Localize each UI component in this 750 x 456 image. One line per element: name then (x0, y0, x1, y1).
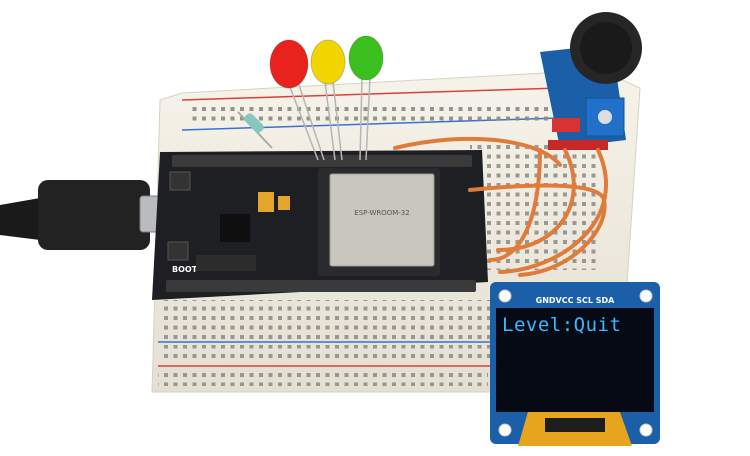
oled-display-module: GNDVCC SCL SDA Level:Quit (490, 282, 660, 446)
jumper-wires (393, 136, 608, 277)
pin-header-top (172, 155, 472, 167)
boot-button[interactable] (167, 241, 189, 261)
boot-label: BOOT (172, 265, 198, 274)
pin-header-bottom (166, 280, 476, 292)
oled-screen-text: Level:Quit (502, 314, 621, 336)
status-leds (552, 118, 580, 132)
capacitor-b (278, 196, 290, 210)
smd-resistors (196, 255, 256, 271)
led-yellow (310, 39, 346, 161)
microphone-module (540, 12, 642, 150)
led-red (269, 39, 325, 161)
led-green (348, 35, 384, 161)
capacitor-a (258, 192, 274, 212)
module-label: ESP-WROOM-32 (354, 209, 409, 217)
usb-uart-chip (220, 214, 250, 242)
mic-pin-header (548, 140, 608, 150)
resistor (237, 111, 273, 149)
rf-shield (329, 173, 435, 267)
usb-cable (0, 180, 181, 250)
oled-header-label: GNDVCC SCL SDA (536, 296, 616, 305)
power-rail-red-top (181, 87, 561, 101)
oled-screen (496, 308, 654, 412)
esp32-board: ESP-WROOM-32 BOOT (152, 150, 488, 300)
led-group (269, 35, 384, 161)
en-button (169, 171, 191, 191)
